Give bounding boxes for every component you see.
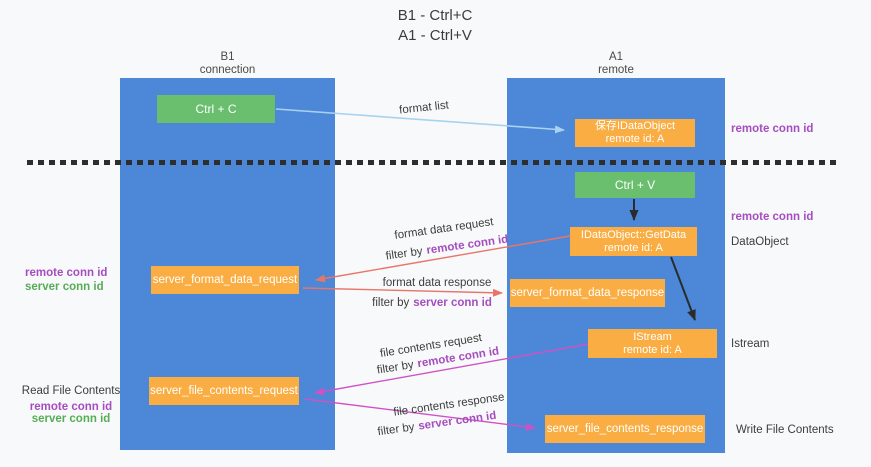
boundary-divider [27,160,837,165]
server-format-data-request-label: server_format_data_request [152,274,298,286]
format-data-response-label: format data response [382,277,492,289]
server-format-data-request-box: server_format_data_request [151,266,299,294]
ctrl-c-box: Ctrl + C [157,95,275,123]
format-list-label: format list [398,99,450,117]
left-column-header: B1 connection [120,51,335,77]
right-column-name: A1 [608,51,624,63]
diagram-title: B1 - Ctrl+C A1 - Ctrl+V [285,6,585,46]
server-file-contents-response-label: server_file_contents_response [546,423,704,435]
write-file-contents-annotation: Write File Contents [736,424,834,436]
istream-annotation: Istream [731,338,770,350]
istream-line1: IStream [633,330,672,343]
read-file-contents-annotation: Read File Contents [21,385,121,397]
save-dataobject-line2: remote id: A [605,133,665,145]
server-format-data-response-label: server_format_data_response [510,287,665,299]
right-remote-conn-id-1: remote conn id [731,123,814,135]
save-dataobject-box: 保存IDataObject remote id: A [575,119,695,147]
left-remote-conn-id-2: remote conn id [29,401,113,413]
filter-by-text: filter by [372,297,410,309]
right-column-header: A1 remote [507,51,725,77]
server-format-data-response-box: server_format_data_response [510,279,665,307]
server-file-contents-request-label: server_file_contents_request [150,385,298,397]
save-dataobject-line1: 保存IDataObject [594,120,676,132]
ctrl-v-box: Ctrl + V [575,172,695,198]
ctrl-v-label: Ctrl + V [614,178,656,192]
title-line-2: A1 - Ctrl+V [398,27,472,44]
right-remote-conn-id-2: remote conn id [731,211,814,223]
left-remote-conn-id-1: remote conn id [25,267,108,279]
title-line-1: B1 - Ctrl+C [397,7,473,24]
filter-by-text: filter by [385,245,424,263]
istream-box: IStream remote id: A [588,329,717,358]
getdata-line2: remote id: A [604,241,663,254]
read-file-contents-group: Read File Contents remote conn id server… [12,385,130,425]
ctrl-c-label: Ctrl + C [195,102,237,116]
right-column-role: remote [598,64,634,76]
server-conn-id-text: server conn id [413,297,492,309]
left-column-role: connection [199,64,256,76]
remote-conn-id-text: remote conn id [425,233,509,257]
dataobject-annotation: DataObject [731,236,789,248]
left-server-conn-id-1: server conn id [25,281,104,293]
getdata-box: IDataObject::GetData remote id: A [570,227,697,256]
left-server-conn-id-2: server conn id [31,413,111,425]
filter-by-text: filter by [376,421,416,439]
istream-line2: remote id: A [623,343,682,356]
left-column-name: B1 [220,51,235,63]
server-file-contents-request-box: server_file_contents_request [149,377,299,405]
filter-by-text: filter by [376,358,415,377]
server-file-contents-response-box: server_file_contents_response [545,415,705,443]
getdata-line1: IDataObject::GetData [580,228,687,241]
